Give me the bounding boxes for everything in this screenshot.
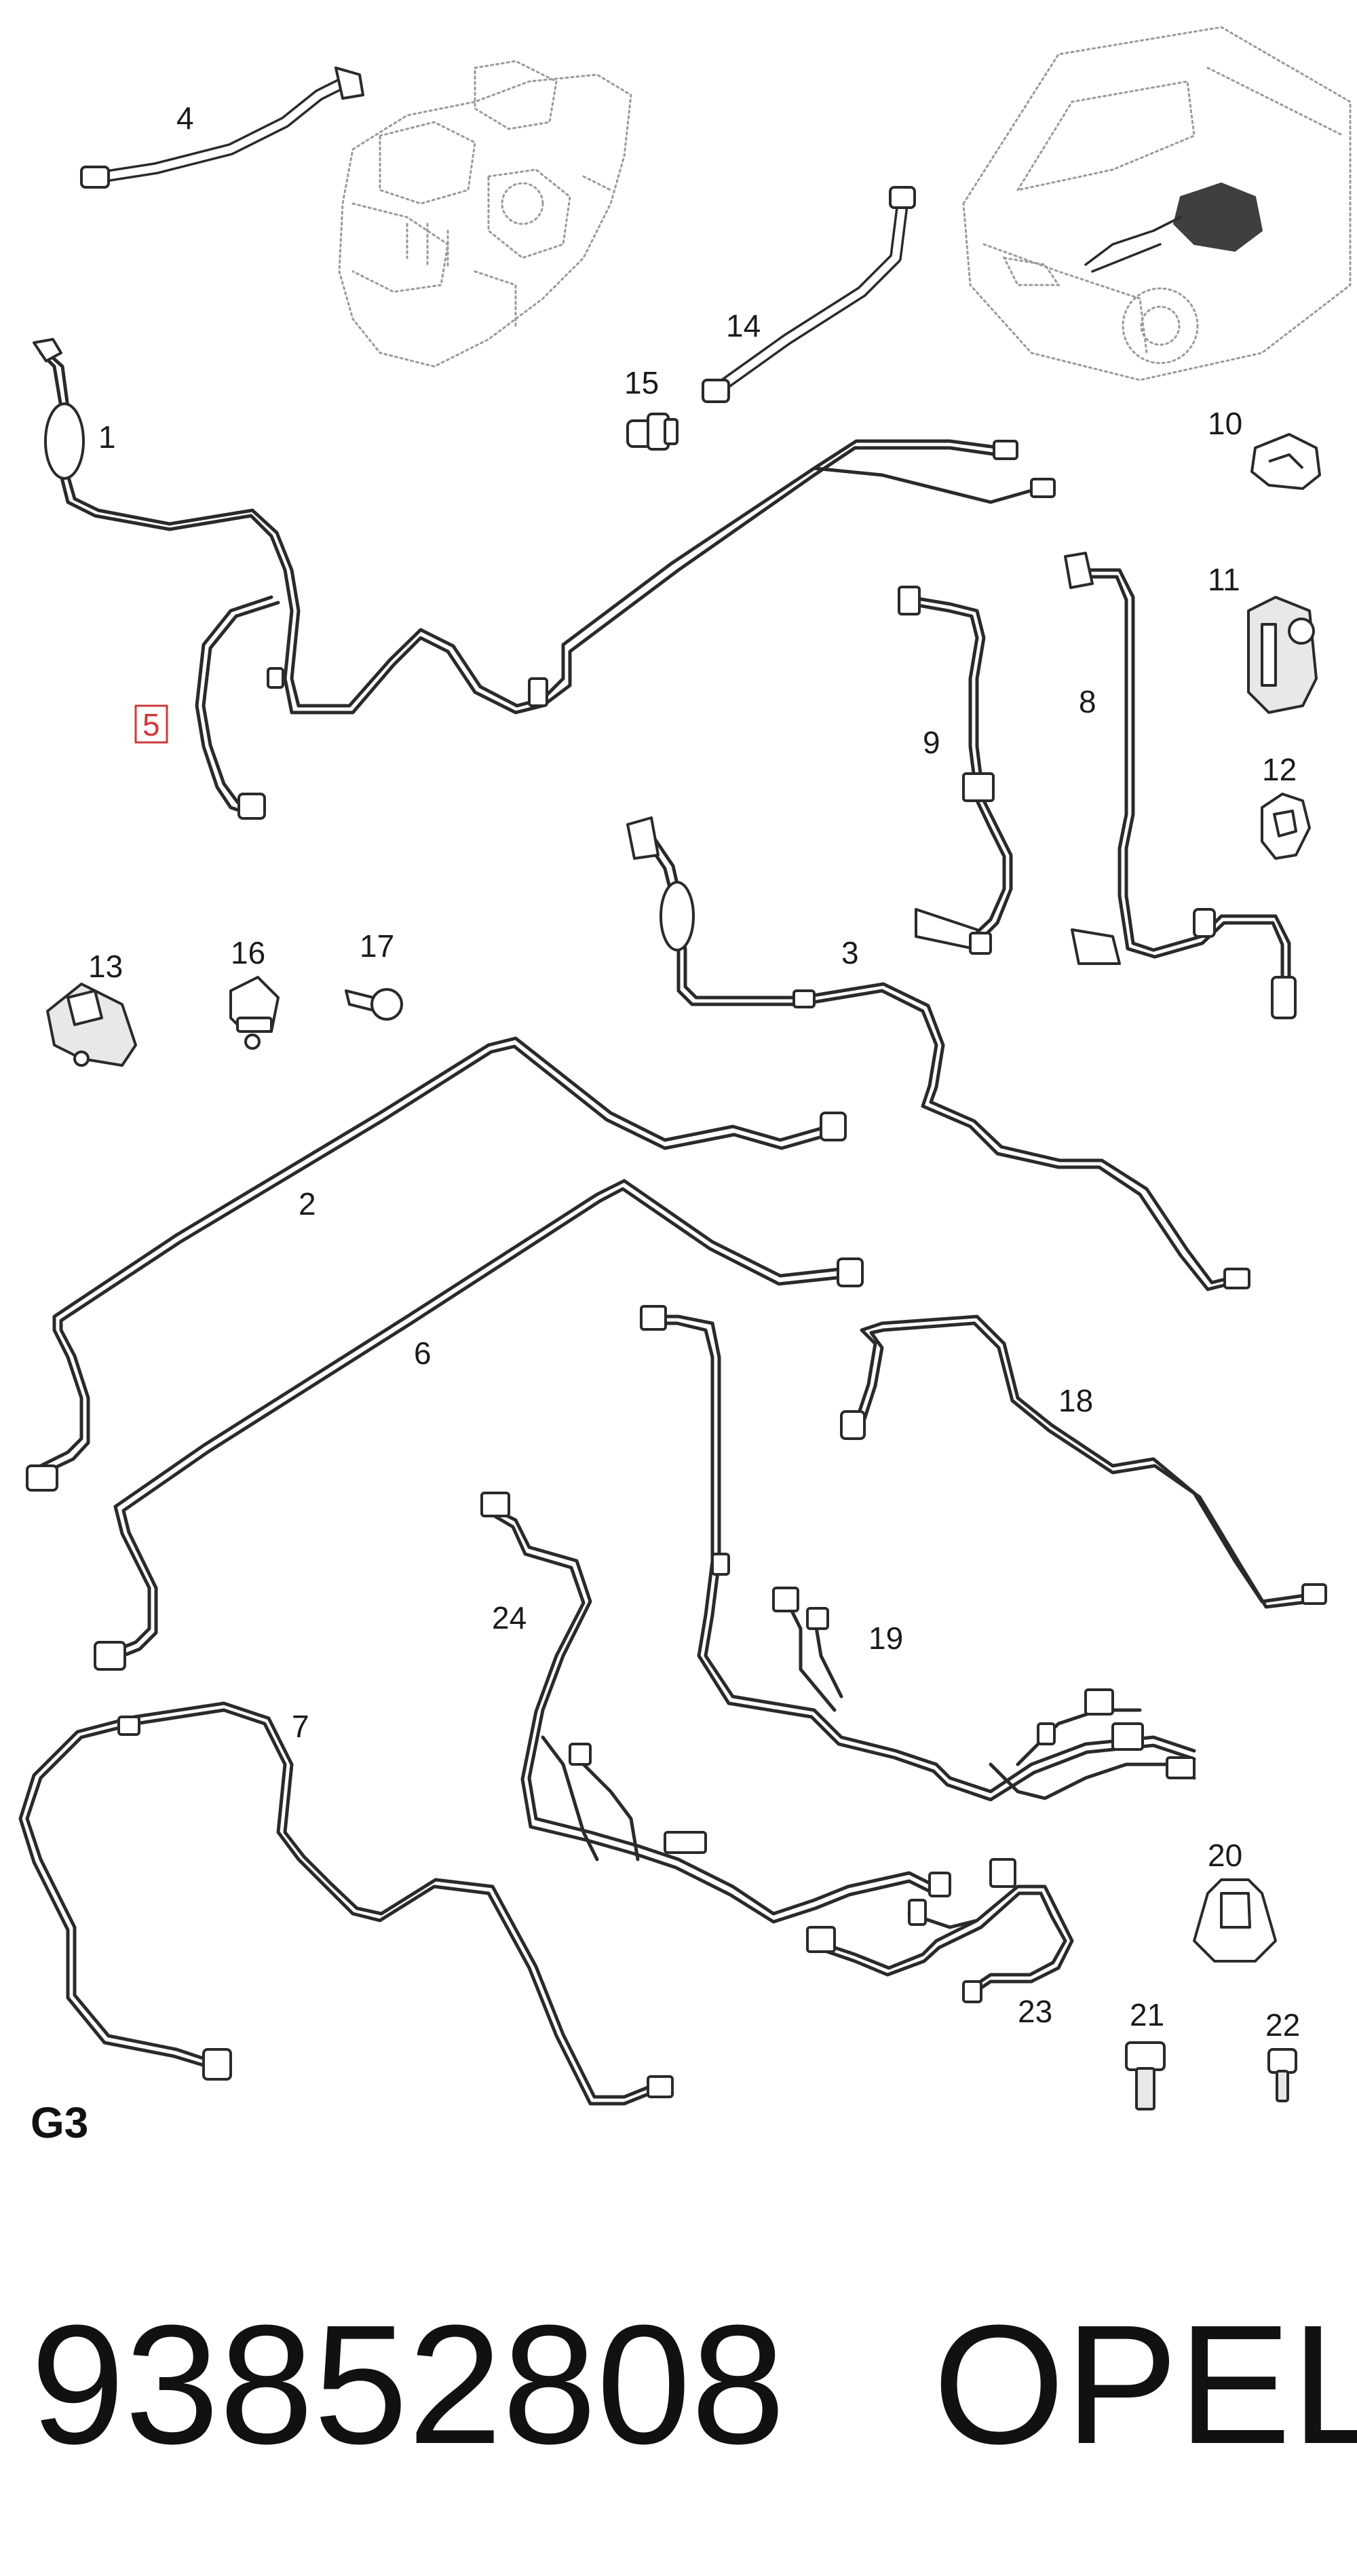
callout-13[interactable]: 13 xyxy=(88,949,123,984)
callout-3[interactable]: 3 xyxy=(841,935,859,970)
part-14-hose xyxy=(702,186,916,403)
part-8-fuel-line xyxy=(1064,552,1297,1019)
callout-21[interactable]: 21 xyxy=(1130,1997,1164,2032)
callout-6[interactable]: 6 xyxy=(414,1336,432,1371)
part-22-screw xyxy=(1267,2048,1297,2102)
part-16-clip xyxy=(229,976,280,1050)
callout-2[interactable]: 2 xyxy=(299,1186,316,1221)
callout-7[interactable]: 7 xyxy=(292,1709,309,1744)
part-17-screw xyxy=(345,988,403,1021)
callout-9[interactable]: 9 xyxy=(923,725,940,760)
callout-18[interactable]: 18 xyxy=(1058,1383,1093,1418)
part-24-harness xyxy=(480,1492,951,1924)
part-number: 93852808 xyxy=(31,2290,785,2479)
callout-22[interactable]: 22 xyxy=(1265,2007,1300,2043)
brand-name: OPEL xyxy=(933,2290,1357,2479)
part-18-fuel-line xyxy=(840,1314,1327,1609)
part-3-fuel-line xyxy=(626,816,1250,1291)
part-6-fuel-line xyxy=(94,1179,864,1671)
callout-20[interactable]: 20 xyxy=(1208,1838,1242,1873)
callout-23[interactable]: 23 xyxy=(1018,1994,1052,2029)
part-2-fuel-line xyxy=(26,1036,847,1492)
callout-16[interactable]: 16 xyxy=(231,935,265,970)
callout-15[interactable]: 15 xyxy=(624,365,659,400)
callout-12[interactable]: 12 xyxy=(1262,752,1297,787)
callout-4[interactable]: 4 xyxy=(176,100,194,136)
part-20-clip xyxy=(1193,1878,1277,1963)
engine-ghost-illustration xyxy=(338,60,632,368)
part-23-harness xyxy=(806,1858,1074,2003)
group-label: G3 xyxy=(31,2098,88,2147)
callout-5[interactable]: 5 xyxy=(142,707,160,742)
callout-19[interactable]: 19 xyxy=(868,1621,903,1656)
vehicle-thumbnail xyxy=(962,26,1352,381)
part-13-clip xyxy=(46,983,137,1067)
part-5-fuel-line xyxy=(195,595,280,820)
callout-5-highlight-box xyxy=(134,704,168,744)
callout-10[interactable]: 10 xyxy=(1208,406,1242,441)
part-7-fuel-line xyxy=(18,1701,674,2106)
callout-11[interactable]: 11 xyxy=(1208,562,1240,597)
part-1-fuel-line xyxy=(33,338,1056,715)
part-11-clip xyxy=(1247,596,1318,714)
part-15-fitting xyxy=(626,413,678,451)
callout-8[interactable]: 8 xyxy=(1079,684,1096,719)
callout-24[interactable]: 24 xyxy=(492,1600,527,1635)
part-21-screw xyxy=(1125,2041,1166,2110)
part-9-fuel-line xyxy=(898,586,1013,955)
callout-17[interactable]: 17 xyxy=(360,928,394,964)
callout-1[interactable]: 1 xyxy=(98,419,116,455)
part-19-harness xyxy=(640,1305,1196,1802)
callout-14[interactable]: 14 xyxy=(726,308,761,343)
part-10-clip xyxy=(1250,433,1321,490)
part-12-clip xyxy=(1261,793,1311,860)
part-4-hose xyxy=(80,67,364,189)
callout-labels: 1 2 3 4 5 6 7 8 9 10 11 12 13 14 15 16 1… xyxy=(88,100,1300,2043)
